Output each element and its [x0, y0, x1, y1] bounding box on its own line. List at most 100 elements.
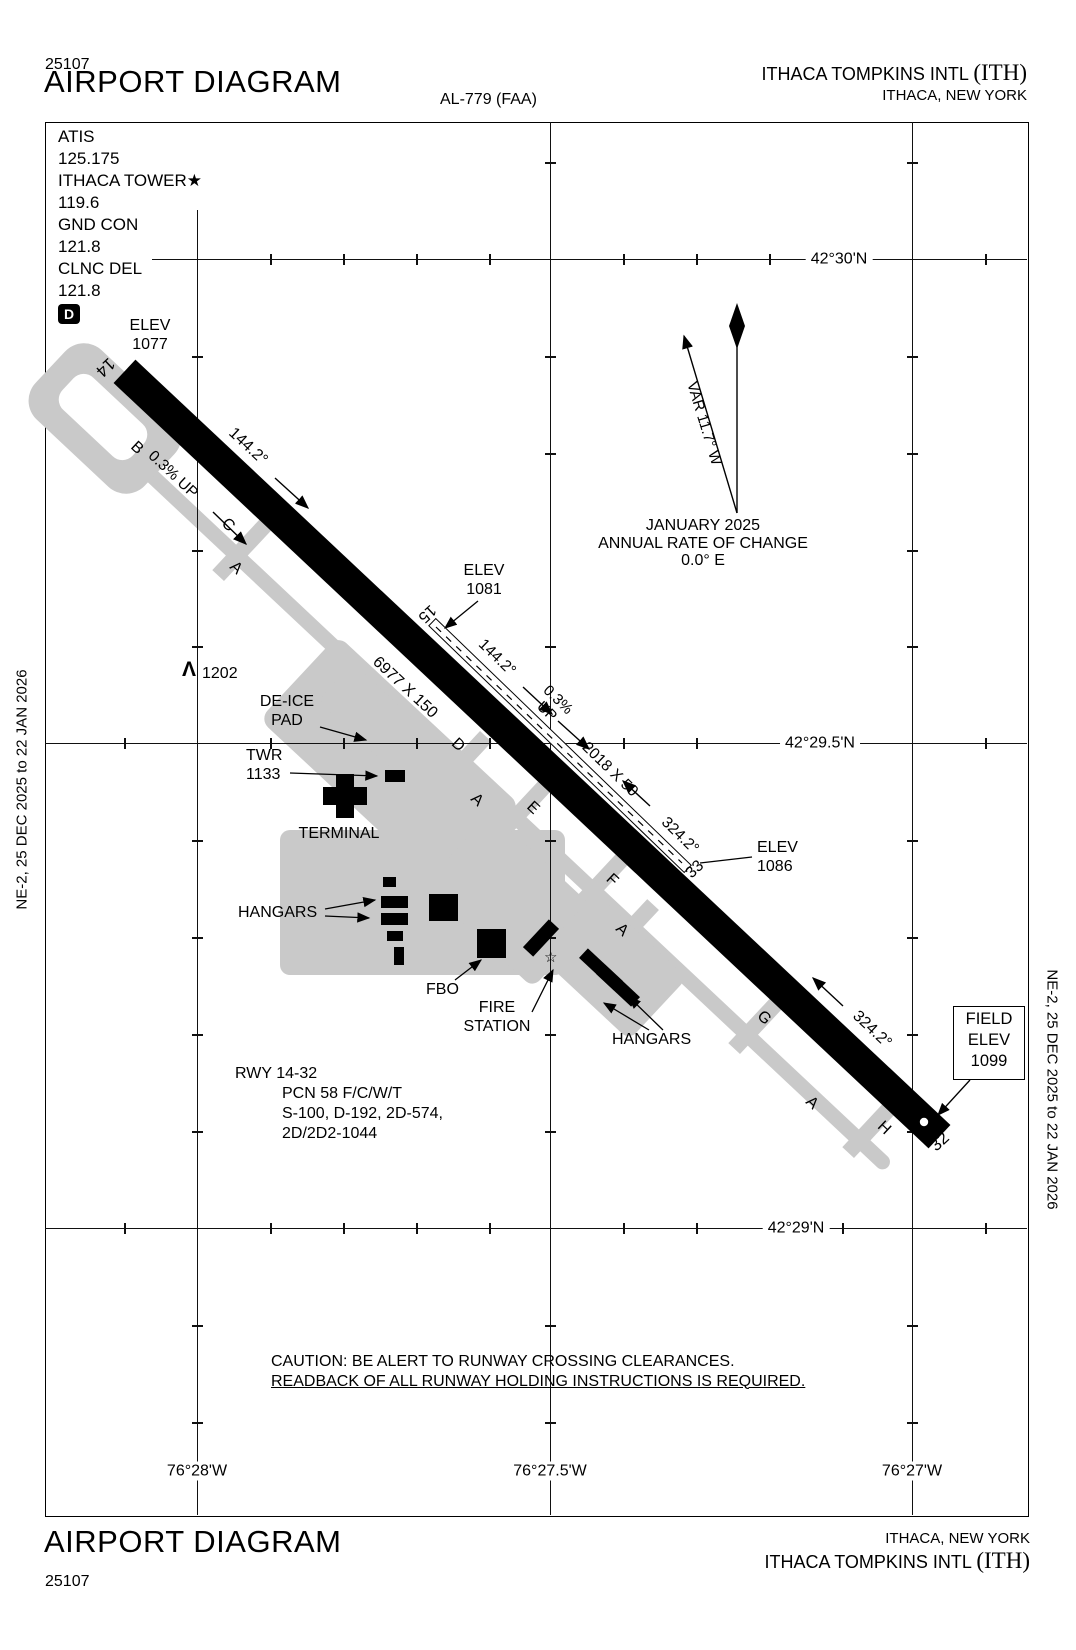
grid-tick	[192, 550, 203, 552]
grid-tick	[696, 738, 698, 749]
latitude-label: 42°30'N	[805, 249, 873, 269]
grid-tick	[623, 254, 625, 265]
grid-tick	[985, 254, 987, 265]
grid-tick	[270, 1223, 272, 1234]
comm-line: 121.8	[58, 237, 101, 256]
grid-tick	[343, 738, 345, 749]
tower-building	[385, 770, 405, 782]
fbo-label: FBO	[426, 981, 459, 998]
grid-tick	[907, 1325, 918, 1327]
fbo-building	[477, 929, 506, 958]
grid-tick	[192, 1131, 203, 1133]
hot-spot-d-symbol: D	[58, 304, 80, 324]
map-frame	[45, 122, 1029, 1517]
grid-tick	[985, 1223, 987, 1234]
grid-tick	[192, 1325, 203, 1327]
grid-tick	[270, 738, 272, 749]
longitude-label: 76°27'W	[876, 1461, 948, 1481]
comm-line: ITHACA TOWER★	[58, 171, 203, 190]
doc-number-bottom: 25107	[45, 1573, 90, 1590]
grid-tick	[192, 356, 203, 358]
grid-tick	[623, 1223, 625, 1234]
footer-airport-name: ITHACA TOMPKINS INTL	[764, 1552, 972, 1572]
grid-tick	[545, 1422, 556, 1424]
grid-tick	[124, 738, 126, 749]
grid-tick	[907, 453, 918, 455]
footer-title: AIRPORT DIAGRAM	[44, 1524, 342, 1559]
grid-tick	[343, 1223, 345, 1234]
grid-tick	[545, 840, 556, 842]
grid-tick	[489, 738, 491, 749]
airport-code: (ITH)	[973, 60, 1027, 85]
terminal-label: TERMINAL	[298, 825, 380, 842]
comm-line: GND CON	[58, 215, 139, 234]
airport-city: ITHACA, NEW YORK	[882, 87, 1027, 104]
longitude-line-76-27	[912, 122, 914, 1515]
grid-tick	[270, 254, 272, 265]
large-hangar-building	[429, 894, 458, 921]
longitude-line-76-27-5	[550, 122, 552, 1515]
grid-tick	[545, 646, 556, 648]
grid-tick	[416, 1223, 418, 1234]
hangar-building	[387, 931, 403, 941]
grid-tick	[489, 1223, 491, 1234]
grid-tick	[416, 254, 418, 265]
grid-tick	[192, 1422, 203, 1424]
comm-line: 121.8	[58, 281, 101, 300]
grid-tick	[545, 162, 556, 164]
grid-tick	[192, 840, 203, 842]
grid-tick	[907, 162, 918, 164]
footer-city: ITHACA, NEW YORK	[885, 1530, 1030, 1547]
longitude-label: 76°28'W	[161, 1461, 233, 1481]
hangars-label-east: HANGARS	[612, 1031, 692, 1048]
grid-tick	[192, 1034, 203, 1036]
chart-reference: AL-779 (FAA)	[440, 91, 537, 108]
grid-tick	[907, 840, 918, 842]
edition-note-left: NE-2, 25 DEC 2025 to 22 JAN 2026	[13, 669, 31, 910]
obstacle-elevation: 1202	[202, 665, 238, 682]
runway-data-block: RWY 14-32 PCN 58 F/C/W/T S-100, D-192, 2…	[235, 1065, 443, 1142]
latitude-line-42-29	[45, 1228, 1027, 1230]
grid-tick	[907, 646, 918, 648]
comm-line: ATIS	[58, 127, 95, 146]
comm-line: 119.6	[58, 193, 100, 212]
grid-tick	[623, 738, 625, 749]
longitude-label: 76°27.5'W	[508, 1461, 592, 1481]
grid-tick	[907, 937, 918, 939]
longitude-line-76-28	[197, 210, 199, 1515]
page-title: AIRPORT DIAGRAM	[44, 64, 342, 99]
obstacle-icon: Λ	[181, 658, 198, 681]
grid-tick	[696, 254, 698, 265]
hangar-building	[383, 877, 396, 887]
caution-note: CAUTION: BE ALERT TO RUNWAY CROSSING CLE…	[271, 1353, 806, 1390]
edition-note-right: NE-2, 25 DEC 2025 to 22 JAN 2026	[1043, 969, 1061, 1210]
hangar-building	[394, 947, 404, 965]
grid-tick	[907, 1422, 918, 1424]
grid-tick	[545, 453, 556, 455]
beacon-icon: ☆	[544, 949, 558, 966]
airport-name: ITHACA TOMPKINS INTL	[761, 64, 969, 84]
footer-airport-block: ITHACA, NEW YORK ITHACA TOMPKINS INTL (I…	[600, 1530, 1030, 1574]
hangars-label-west: HANGARS	[238, 904, 318, 921]
grid-tick	[842, 1223, 844, 1234]
hangar-building	[381, 896, 408, 908]
terminal-building	[323, 774, 367, 818]
grid-tick	[545, 1325, 556, 1327]
latitude-label: 42°29'N	[762, 1218, 830, 1238]
grid-tick	[124, 1223, 126, 1234]
latitude-label: 42°29.5'N	[780, 733, 860, 753]
header-airport-block: ITHACA TOMPKINS INTL (ITH) ITHACA, NEW Y…	[600, 60, 1027, 104]
grid-tick	[907, 356, 918, 358]
grid-tick	[545, 1131, 556, 1133]
grid-tick	[696, 1223, 698, 1234]
footer-airport-code: (ITH)	[976, 1548, 1030, 1573]
